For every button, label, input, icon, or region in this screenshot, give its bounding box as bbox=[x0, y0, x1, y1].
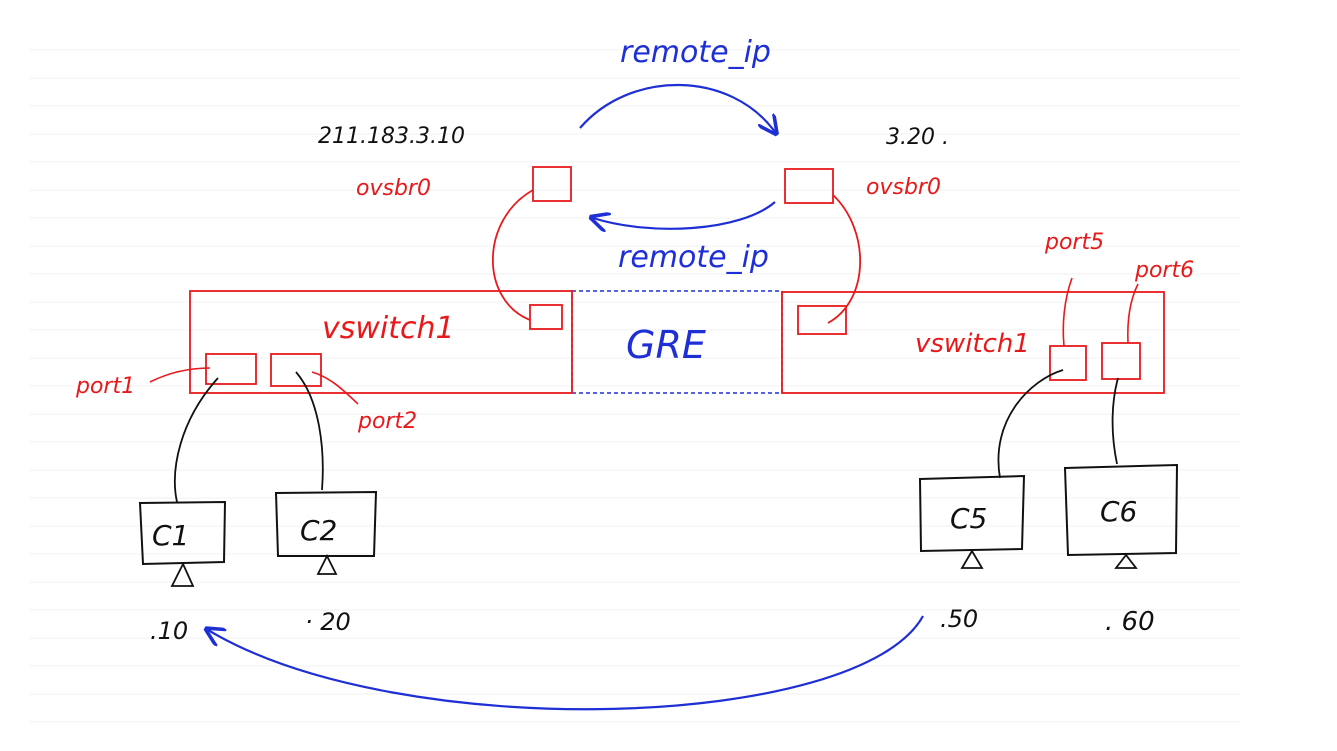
link-left-ovs-to-vswitch bbox=[491, 189, 534, 321]
vswitch-left-gre-port bbox=[529, 304, 563, 330]
ovsbr0-right-port bbox=[784, 168, 834, 204]
port6-leader bbox=[1127, 283, 1139, 344]
port2-leader bbox=[311, 371, 359, 405]
port2-box bbox=[270, 353, 322, 387]
c5-label: C5 bbox=[950, 502, 987, 535]
c5-to-c1-arrow bbox=[208, 615, 924, 711]
vswitch1-left bbox=[189, 290, 573, 394]
notebook-guidelines bbox=[30, 49, 1240, 723]
c5-ip: .50 bbox=[940, 605, 978, 633]
vswitch1-right-label: vswitch1 bbox=[915, 329, 1030, 359]
c2-ip: · 20 bbox=[305, 608, 351, 636]
host-right-ip: 3.20 . bbox=[886, 125, 949, 150]
stand-c2 bbox=[316, 553, 338, 575]
port5-box bbox=[1049, 345, 1087, 381]
vswitch-right-gre-port bbox=[797, 305, 847, 335]
gre-label: GRE bbox=[626, 323, 706, 367]
remote-ip-top-label: remote_ip bbox=[620, 35, 771, 70]
remote-ip-bottom-arrow bbox=[593, 201, 776, 229]
port5-leader bbox=[1062, 277, 1073, 347]
stand-c1 bbox=[170, 561, 195, 587]
monitor-c2 bbox=[274, 490, 378, 557]
monitor-c1 bbox=[138, 500, 227, 566]
c1-ip: .10 bbox=[150, 617, 188, 645]
monitor-c5 bbox=[918, 474, 1026, 553]
computer-c2: C2 bbox=[274, 490, 378, 575]
cable-port2-c2 bbox=[295, 371, 324, 491]
ovsbr0-right-label: ovsbr0 bbox=[866, 175, 941, 200]
c2-label: C2 bbox=[300, 514, 337, 547]
vswitch1-left-label: vswitch1 bbox=[322, 311, 455, 346]
c1-label: C1 bbox=[152, 519, 189, 552]
ovsbr0-left-label: ovsbr0 bbox=[356, 176, 431, 201]
port1-box bbox=[205, 353, 257, 385]
remote-ip-top-arrow bbox=[579, 83, 775, 132]
cable-port5-c5 bbox=[997, 369, 1064, 479]
c6-label: C6 bbox=[1100, 495, 1137, 528]
port5-label: port5 bbox=[1044, 230, 1104, 255]
computer-c5: C5 bbox=[918, 474, 1026, 569]
port6-box bbox=[1101, 342, 1141, 380]
c6-ip: . 60 bbox=[1105, 607, 1155, 637]
ovsbr0-left-port bbox=[532, 166, 572, 202]
link-right-ovs-to-vswitch bbox=[827, 194, 861, 324]
port1-label: port1 bbox=[75, 374, 135, 399]
computer-c1: C1 bbox=[138, 500, 227, 587]
stand-c5 bbox=[960, 549, 984, 569]
port1-leader bbox=[149, 367, 211, 383]
port2-label: port2 bbox=[357, 409, 417, 434]
vswitch1-right bbox=[781, 291, 1165, 394]
computer-c6: C6 bbox=[1063, 463, 1179, 569]
remote-ip-bottom-label: remote_ip bbox=[618, 240, 769, 275]
monitor-c6 bbox=[1063, 463, 1179, 557]
port6-label: port6 bbox=[1134, 258, 1194, 283]
cable-port6-c6 bbox=[1111, 377, 1119, 465]
host-left-ip: 211.183.3.10 bbox=[318, 124, 465, 149]
stand-c6 bbox=[1114, 553, 1138, 569]
cable-port1-c1 bbox=[174, 377, 219, 503]
